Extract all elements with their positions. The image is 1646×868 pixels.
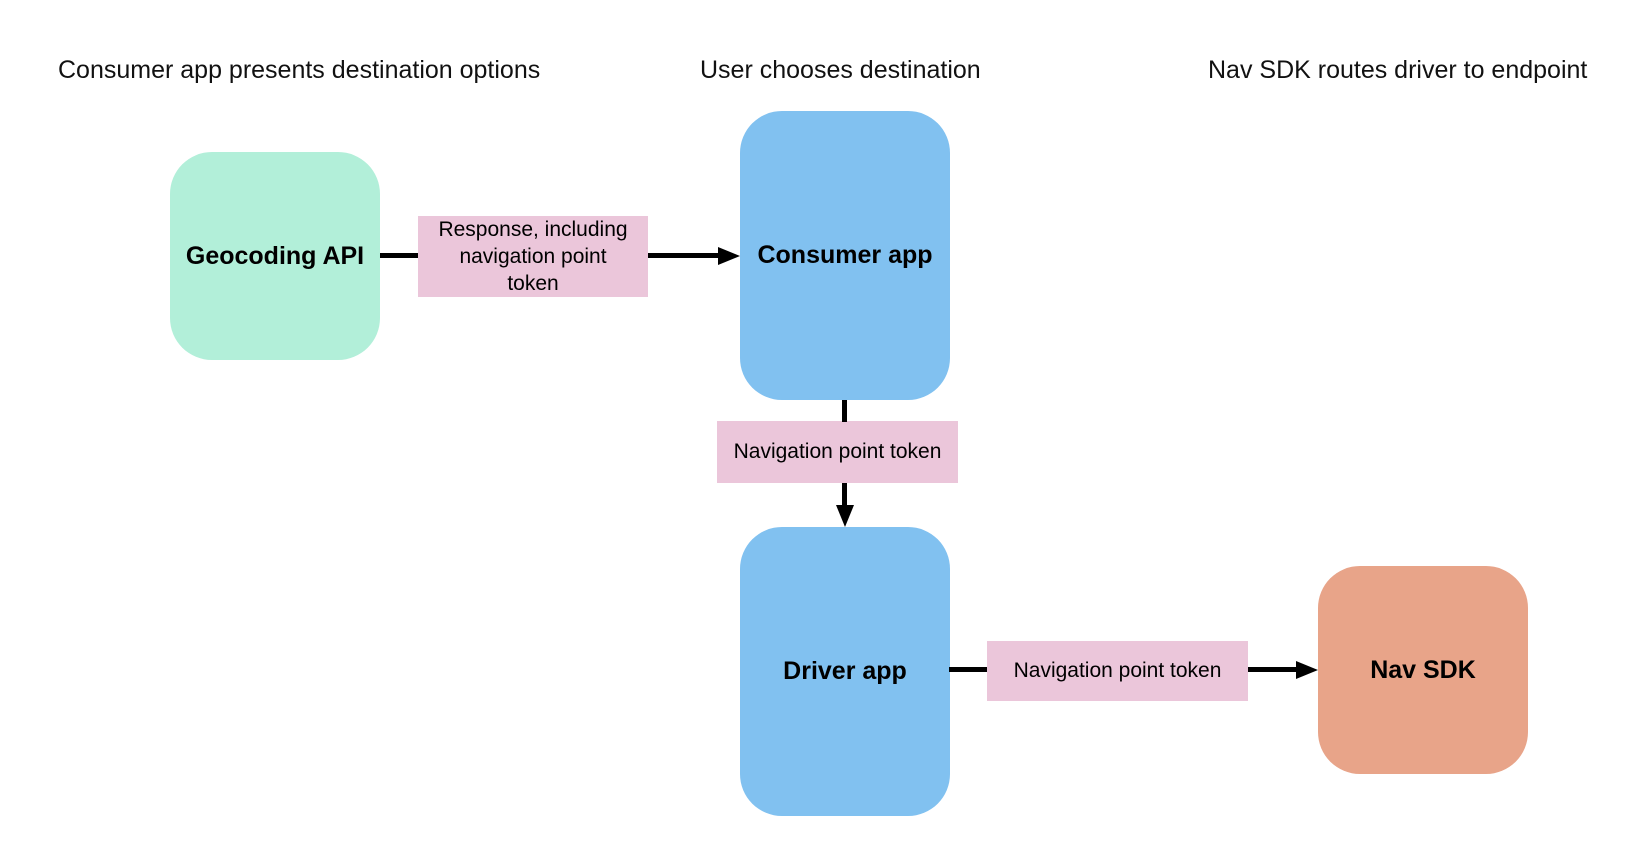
stage-label-routes-driver: Nav SDK routes driver to endpoint	[1208, 56, 1588, 84]
arrowhead-right-icon	[718, 247, 740, 265]
node-nav-sdk: Nav SDK	[1318, 566, 1528, 774]
node-driver-app: Driver app	[740, 527, 950, 816]
node-label-driver-app: Driver app	[783, 657, 907, 685]
arrowhead-down-icon	[836, 505, 854, 527]
node-geocoding-api: Geocoding API	[170, 152, 380, 360]
stage-label-chooses-destination: User chooses destination	[700, 56, 981, 84]
edge-label-response-token: Response, including navigation point tok…	[418, 216, 648, 297]
edge-label-navigation-token-driver-navsdk: Navigation point token	[987, 641, 1248, 701]
node-label-nav-sdk: Nav SDK	[1370, 655, 1476, 684]
arrow-line-label-to-consumer	[648, 253, 720, 258]
node-label-geocoding-api: Geocoding API	[185, 241, 365, 270]
arrow-line-label-to-navsdk	[1248, 667, 1298, 672]
node-label-consumer-app: Consumer app	[757, 241, 933, 269]
arrow-line-consumer-to-label	[842, 400, 847, 422]
arrow-line-geocoding-to-label	[380, 253, 418, 258]
edge-label-navigation-token-consumer-driver: Navigation point token	[717, 421, 958, 483]
node-consumer-app: Consumer app	[740, 111, 950, 400]
arrow-line-driver-to-label	[949, 667, 987, 672]
arrowhead-right-icon	[1296, 661, 1318, 679]
arrow-line-label-to-driver	[842, 483, 847, 507]
stage-label-presents-options: Consumer app presents destination option…	[58, 56, 541, 84]
